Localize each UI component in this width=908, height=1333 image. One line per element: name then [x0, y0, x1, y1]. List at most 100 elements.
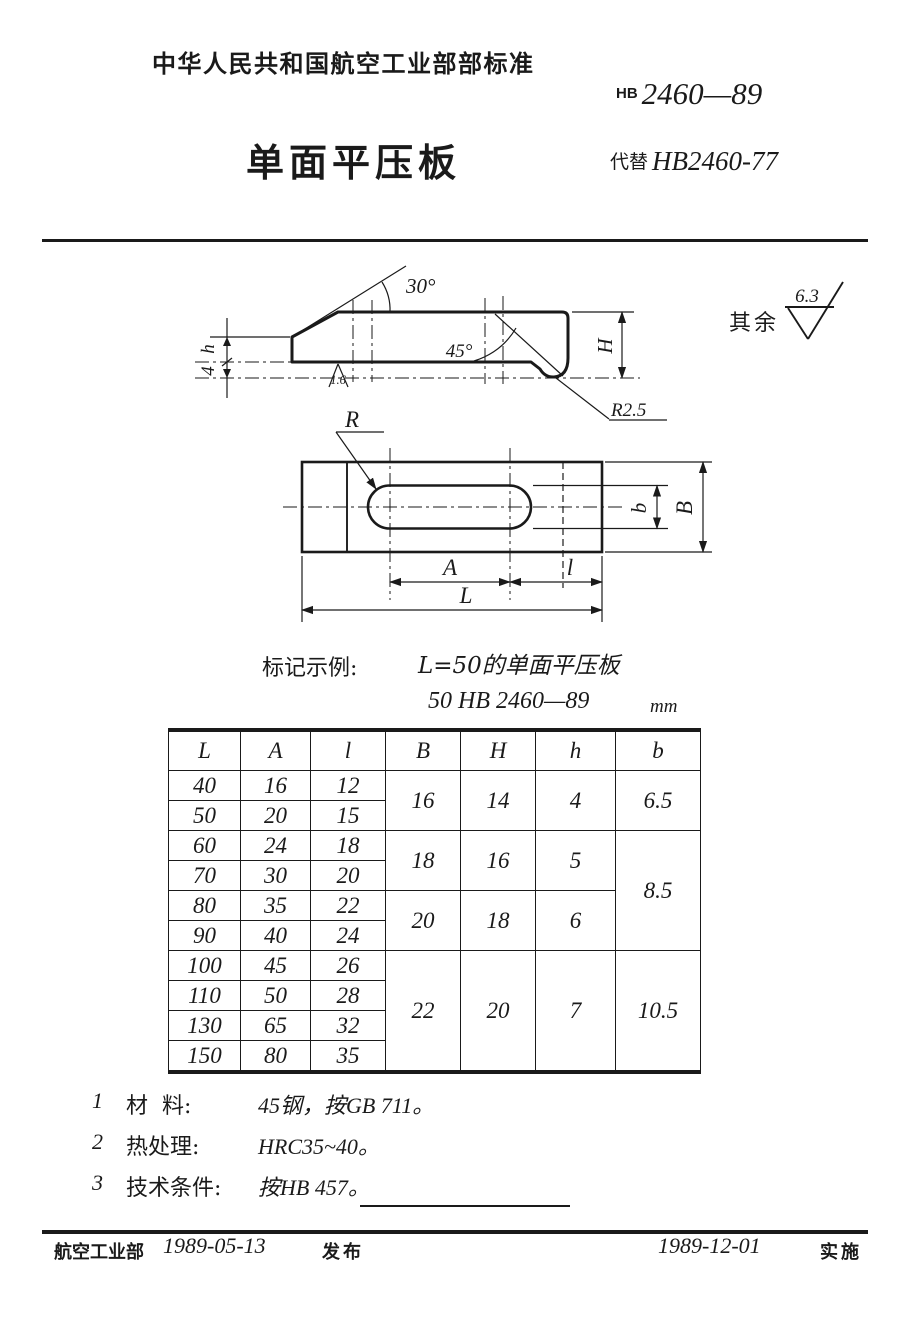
cell-h-group: 4 [535, 770, 616, 831]
footer-issue-date: 1989-05-13 [163, 1233, 266, 1258]
cell-L: 40 [168, 770, 241, 801]
cell-l: 32 [310, 1010, 386, 1041]
cell-h-group: 5 [535, 830, 616, 891]
replaces-label: 代替 [610, 151, 649, 173]
cell-l: 12 [310, 770, 386, 801]
cell-L: 90 [168, 920, 241, 951]
cell-H-group: 14 [460, 770, 536, 831]
cell-l: 22 [310, 890, 386, 921]
note-value: 按HB 457。 [258, 1175, 370, 1200]
cell-L: 150 [168, 1040, 241, 1073]
roughness-mark-1_6: 1.6 [328, 363, 349, 388]
cell-L: 60 [168, 830, 241, 861]
cell-l: 35 [310, 1040, 386, 1073]
leader-R25 [555, 377, 610, 420]
roughness-leg-right [337, 363, 349, 388]
cell-A: 35 [240, 890, 311, 921]
footer-impl-date: 1989-12-01 [658, 1233, 761, 1258]
roughness-symbol-right [807, 281, 844, 340]
cell-A: 45 [240, 950, 311, 981]
table-row: 130 65 32 [168, 1010, 701, 1041]
cell-A: 50 [240, 980, 311, 1011]
surface-rest-value: 6.3 [795, 286, 819, 307]
dim-A: A [389, 555, 511, 587]
col-header-h: h [535, 729, 616, 771]
col-header-L: L [168, 729, 241, 771]
cell-A: 80 [240, 1040, 311, 1073]
dim-H: H [572, 311, 634, 379]
surface-rest-label: 其余 [729, 311, 779, 336]
technical-drawing: 30° 45° 1.6 h 4 [195, 265, 844, 622]
cell-A: 24 [240, 830, 311, 861]
cell-A: 16 [240, 770, 311, 801]
angle-arc-30 [381, 281, 391, 313]
cell-b-group: 8.5 [615, 830, 701, 951]
cell-l: 18 [310, 830, 386, 861]
note-heat-treatment: 2 热处理: HRC35~40。 [92, 1129, 434, 1170]
table-row: 70 30 20 [168, 860, 701, 891]
table-row: 90 40 24 [168, 920, 701, 951]
dim-l: l [509, 555, 603, 587]
note-value: HRC35~40。 [258, 1134, 380, 1159]
leader-R [335, 431, 377, 490]
dim-h-and-4: h 4 [198, 318, 290, 398]
dim-R-label: R [344, 407, 359, 432]
cell-l: 20 [310, 860, 386, 891]
note-technical-conditions: 3 技术条件: 按HB 457。 [92, 1170, 434, 1211]
table-row: 50 20 15 [168, 800, 701, 831]
angle-45-label: 45° [446, 341, 473, 362]
standard-number-prefix: HB [616, 85, 638, 102]
angle-arc-45 [473, 327, 517, 362]
table-header-row: L A l B H h b [168, 729, 701, 771]
standard-number-value: 2460—89 [641, 76, 763, 111]
note-label: 材 料: [126, 1094, 192, 1119]
replaces-note: 代替 HB2460-77 [610, 146, 778, 177]
note-number: 1 [92, 1088, 103, 1113]
table-row: 80 35 22 20 18 6 [168, 890, 701, 951]
marking-example-line2: 50 HB 2460—89 [428, 688, 590, 714]
cell-A: 20 [240, 800, 311, 831]
cell-B-group: 22 [385, 950, 461, 1073]
cell-A: 30 [240, 860, 311, 891]
cell-A: 65 [240, 1010, 311, 1041]
cell-A: 40 [240, 920, 311, 951]
roughness-value: 1.6 [330, 373, 346, 387]
top-view-plate [300, 460, 604, 554]
dim-B-label: B [672, 501, 697, 515]
note-value: 45钢，按GB 711。 [258, 1093, 435, 1118]
marking-example-line1: L=50的单面平压板 [418, 653, 620, 679]
cell-l: 28 [310, 980, 386, 1011]
dim-4-label: 4 [198, 366, 219, 376]
chamfer-extension-line [494, 313, 564, 377]
table-row: 40 16 12 16 14 4 6.5 [168, 770, 701, 831]
marking-example-label: 标记示例: [262, 656, 358, 681]
arrow-down [223, 369, 231, 378]
table-unit-label: mm [650, 696, 678, 717]
slope-extension-line [291, 265, 407, 338]
document-title: 单面平压板 [246, 140, 462, 185]
dim-R2_5: R2.5 [555, 377, 667, 421]
col-header-b: b [615, 729, 701, 771]
notes-section: 1 材 料: 45钢，按GB 711。 2 热处理: HRC35~40。 3 技… [92, 1088, 434, 1211]
cell-b-group: 10.5 [615, 950, 701, 1073]
dimension-table: L A l B H h b 40 16 12 16 14 4 6.5 50 20 [168, 728, 701, 1074]
standard-org-title: 中华人民共和国航空工业部部标准 [152, 51, 535, 78]
replaces-number: HB2460-77 [652, 146, 778, 176]
surface-finish-rest: 其余 6.3 [729, 281, 844, 340]
dim-l-label: l [567, 555, 573, 580]
cell-L: 70 [168, 860, 241, 891]
dim-L: L [301, 583, 603, 615]
footer-issue-label: 发布 [322, 1242, 364, 1262]
footer-impl-label: 实施 [820, 1242, 862, 1262]
cell-h-group: 6 [535, 890, 616, 951]
col-header-A: A [240, 729, 311, 771]
note-number: 3 [92, 1170, 103, 1195]
dim-H-label: H [593, 337, 617, 355]
dim-b: b [627, 484, 662, 530]
cell-L: 100 [168, 950, 241, 981]
cell-B-group: 16 [385, 770, 461, 831]
table-row: 100 45 26 22 20 7 10.5 [168, 950, 701, 1073]
dim-R25-label: R2.5 [610, 400, 646, 421]
angle-30-label: 30° [405, 274, 436, 298]
cell-B-group: 20 [385, 890, 461, 951]
